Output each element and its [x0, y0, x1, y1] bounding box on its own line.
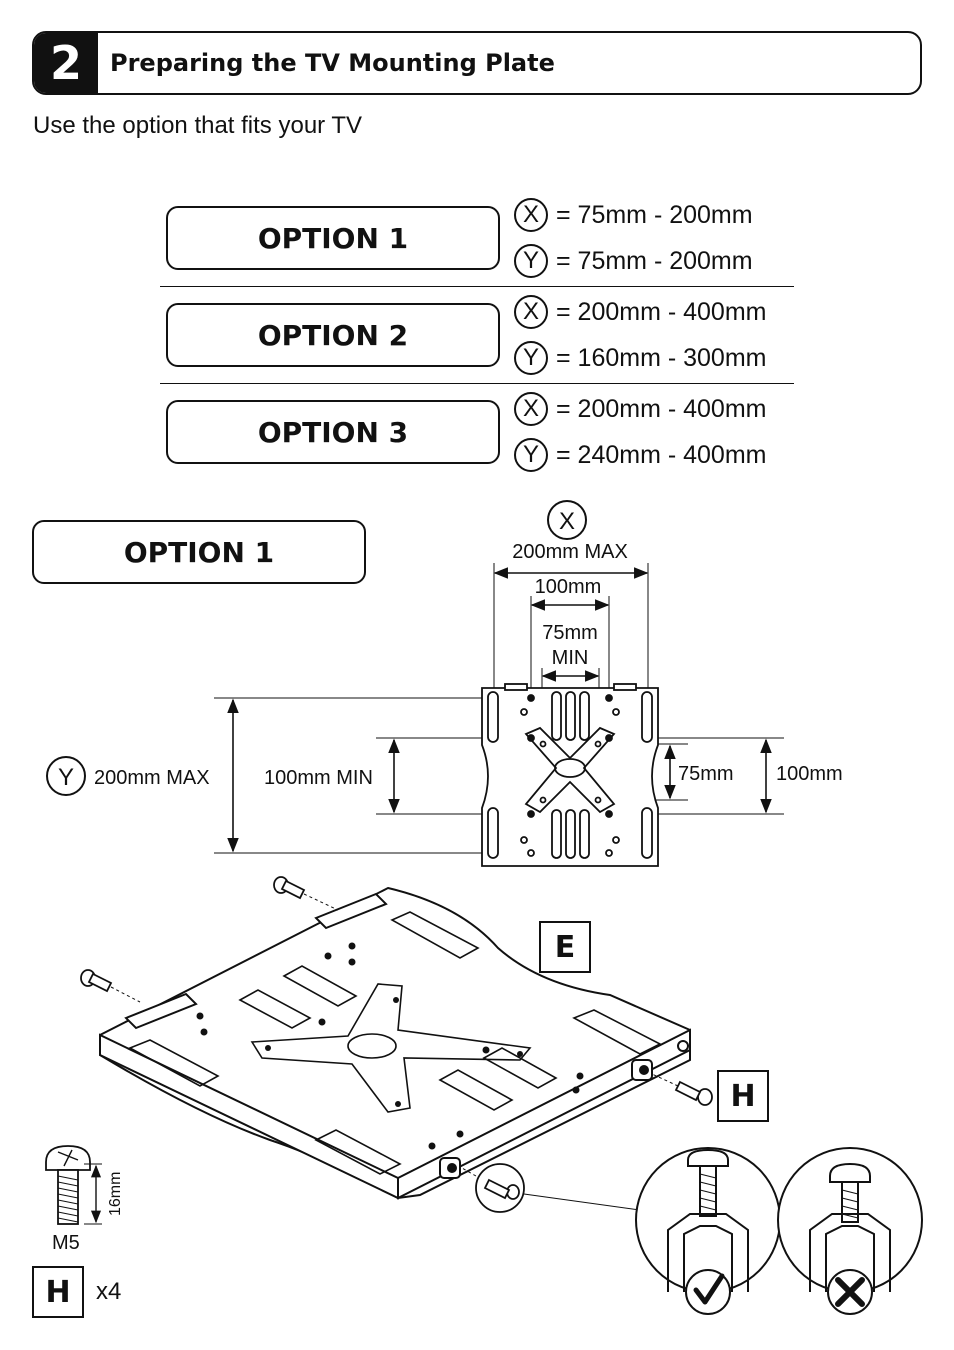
screw-quantity: x4: [96, 1278, 122, 1305]
x-symbol: X: [514, 198, 548, 232]
x-max-label: 200mm MAX: [512, 541, 628, 563]
option-2-box: OPTION 2: [166, 303, 500, 367]
option-1-y-range: = 75mm - 200mm: [556, 246, 753, 275]
step-title: Preparing the TV Mounting Plate: [110, 49, 555, 77]
option-2-y-spec: Y = 160mm - 300mm: [514, 339, 767, 377]
y-symbol: Y: [514, 244, 548, 278]
option-2-x-spec: X = 200mm - 400mm: [514, 293, 767, 331]
y-symbol: Y: [514, 341, 548, 375]
plate-isometric-view: [99, 886, 691, 1200]
y-max-label: 200mm MAX: [94, 767, 210, 789]
option-2-y-range: = 160mm - 300mm: [556, 343, 767, 372]
x-symbol-top: X: [559, 508, 575, 535]
option-3-y-spec: Y = 240mm - 400mm: [514, 436, 767, 474]
screw-size: M5: [52, 1232, 80, 1254]
screw-top-left: [273, 876, 339, 911]
y-symbol: Y: [514, 438, 548, 472]
option-3-y-range: = 240mm - 400mm: [556, 440, 767, 469]
x-circle: [547, 500, 587, 540]
option-3-x-range: = 200mm - 400mm: [556, 394, 767, 423]
x-mid-label: 100mm: [535, 576, 602, 598]
option-2-x-range: = 200mm - 400mm: [556, 297, 767, 326]
y-r-outer-label: 100mm: [776, 763, 843, 785]
screw-label-h: H: [717, 1070, 769, 1122]
option-1-y-spec: Y = 75mm - 200mm: [514, 242, 753, 280]
x-min-value: 75mm: [542, 622, 598, 644]
m5-screw-icon: [45, 1145, 102, 1225]
step-header: 2 Preparing the TV Mounting Plate: [32, 31, 922, 95]
plate-front-view: [481, 683, 659, 867]
option-1-x-range: = 75mm - 200mm: [556, 200, 753, 229]
check-icon: [693, 1273, 725, 1305]
option-1-box: OPTION 1: [166, 206, 500, 270]
screw-quantity-label-h: H: [32, 1266, 84, 1318]
subtitle: Use the option that fits your TV: [33, 112, 363, 139]
screw-callout: [461, 1163, 641, 1213]
divider: [160, 286, 794, 287]
x-symbol: X: [514, 295, 548, 329]
x-min-word: MIN: [552, 647, 589, 669]
option-3-x-spec: X = 200mm - 400mm: [514, 390, 767, 428]
option-3-box: OPTION 3: [166, 400, 500, 464]
screw-right: [651, 1073, 713, 1106]
divider: [160, 383, 794, 384]
screw-left: [80, 969, 141, 1003]
y-min-label: 100mm MIN: [264, 767, 373, 789]
y-symbol-left: Y: [58, 764, 74, 791]
option-1-x-spec: X = 75mm - 200mm: [514, 196, 753, 234]
cross-icon: [835, 1277, 865, 1307]
correct-fit-detail: [635, 1147, 781, 1315]
screw-length-label: 16mm: [107, 1172, 124, 1216]
plate-label-e: E: [539, 921, 591, 973]
option-1-detail-title: OPTION 1: [32, 520, 366, 584]
x-symbol: X: [514, 392, 548, 426]
y-r-inner-label: 75mm: [678, 763, 734, 785]
step-number: 2: [34, 33, 98, 93]
y-circle: [46, 756, 86, 796]
y-dimension-group: Y 200mm MAX 100mm MIN 75mm 100mm: [46, 697, 843, 854]
x-dimension-group: X 200mm MAX 100mm 75mm MIN: [493, 500, 649, 740]
